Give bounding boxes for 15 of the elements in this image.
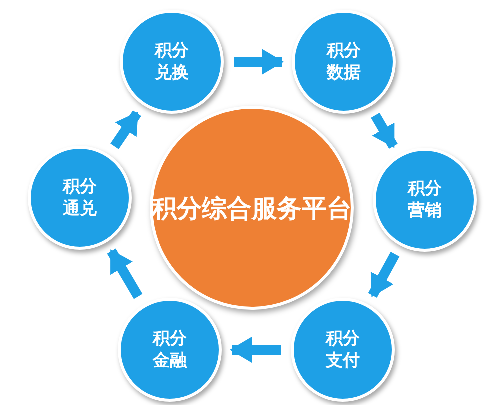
arrow xyxy=(107,248,143,300)
arrow xyxy=(230,337,281,363)
node-label: 积分营销 xyxy=(407,178,443,222)
node-label: 积分金融 xyxy=(152,328,188,372)
node-label: 积分通兑 xyxy=(62,176,98,220)
arrow xyxy=(368,252,400,298)
node-label: 积分支付 xyxy=(325,328,361,372)
node-label: 积分数据 xyxy=(326,40,362,84)
node-label: 积分综合服务平台 xyxy=(152,194,352,224)
arrow xyxy=(234,49,284,75)
arrow xyxy=(110,110,142,150)
arrow xyxy=(371,112,398,150)
circle-node xyxy=(291,298,395,402)
circle-node xyxy=(118,298,222,402)
node-label: 积分兑换 xyxy=(154,40,190,84)
